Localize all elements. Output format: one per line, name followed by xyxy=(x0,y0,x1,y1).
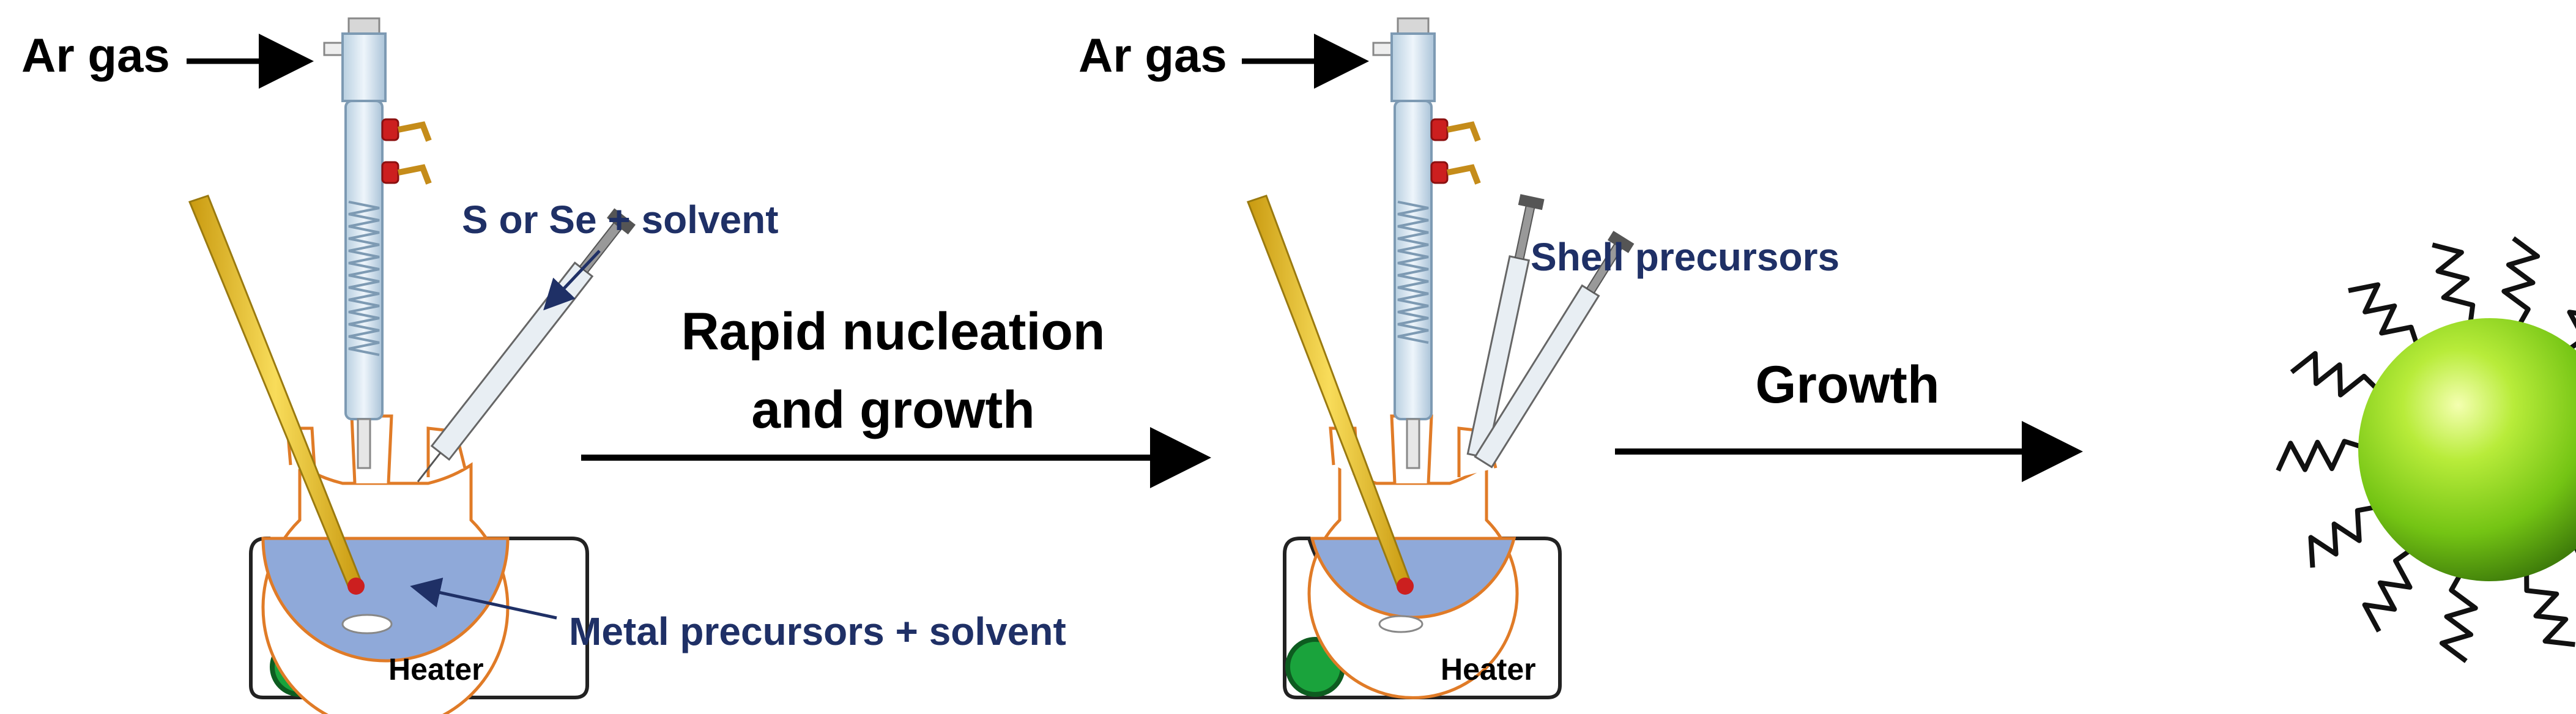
rapid-nucleation-line-2: and growth xyxy=(751,381,1035,439)
ar-gas-label-right: Ar gas xyxy=(1078,28,1227,82)
ligand-chain xyxy=(2308,500,2398,568)
nanoparticle-core xyxy=(2358,318,2576,581)
syringe xyxy=(1474,231,1635,469)
ligand-chain xyxy=(2362,535,2430,633)
metal-precursors-label: Metal precursors + solvent xyxy=(569,609,1066,653)
rapid-nucleation-line-1: Rapid nucleation xyxy=(681,302,1105,361)
flask-solution xyxy=(1310,537,1516,619)
water-valve-icon xyxy=(1430,118,1449,141)
ligand-chain xyxy=(2523,550,2575,647)
reaction-setup-left xyxy=(187,17,636,714)
thermometer xyxy=(1247,195,1414,595)
syringe xyxy=(417,208,636,483)
rapid-nucleation-label: Rapid nucleation and growth xyxy=(630,292,1156,449)
water-valve-icon xyxy=(381,161,399,184)
ligand-chain xyxy=(2439,554,2478,663)
growth-label: Growth xyxy=(1755,355,1940,414)
flask-solution xyxy=(261,537,510,663)
pointer-arrow xyxy=(543,250,601,311)
shell-precursors-label: Shell precursors xyxy=(1531,235,1840,279)
heater-label-right: Heater xyxy=(1441,652,1536,686)
ligand-chain xyxy=(2432,242,2476,346)
stir-bar-icon xyxy=(1378,615,1423,633)
stir-bar-icon xyxy=(341,614,393,634)
ligand-chain xyxy=(2348,282,2427,366)
ligand-chain xyxy=(2501,236,2541,346)
ar-gas-label-left: Ar gas xyxy=(21,28,170,82)
ligand-chain xyxy=(2290,351,2395,406)
water-valve-icon xyxy=(381,118,399,141)
reaction-setup-right xyxy=(1242,17,1635,699)
ligand-chains xyxy=(2276,236,2576,663)
heater-label-left: Heater xyxy=(388,652,484,686)
condenser xyxy=(323,17,387,469)
pointer-arrow xyxy=(410,578,557,620)
s-se-solvent-label: S or Se + solvent xyxy=(462,198,779,242)
nanoparticle xyxy=(2276,236,2576,663)
thermometer xyxy=(188,195,365,595)
condenser xyxy=(1372,17,1436,469)
ligand-chain xyxy=(2276,439,2384,472)
water-valve-icon xyxy=(1430,161,1449,184)
